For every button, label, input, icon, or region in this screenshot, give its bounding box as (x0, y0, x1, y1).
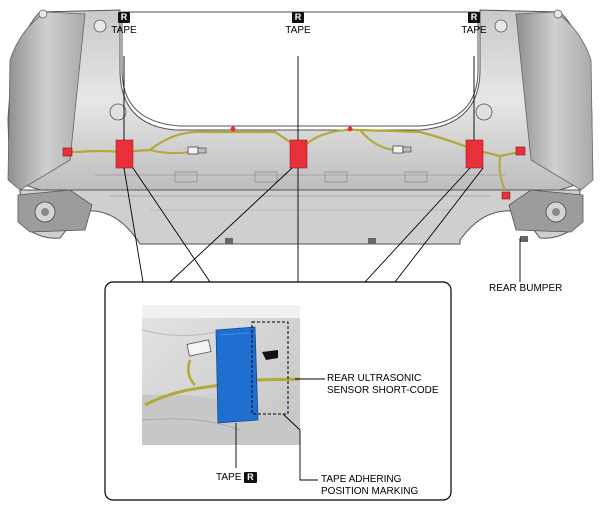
tape-label-left: R TAPE (104, 12, 144, 37)
sensor-code-line1: REAR ULTRASONIC (327, 373, 422, 384)
r-marker: R (467, 12, 481, 23)
rear-bumper (7, 9, 594, 245)
red-tape-center (289, 139, 308, 169)
adhering-line1: TAPE ADHERING (321, 474, 402, 485)
tape-word: TAPE (285, 24, 311, 36)
r-marker: R (244, 472, 257, 483)
adhering-line2: POSITION MARKING (321, 486, 419, 497)
detail-leaders (235, 378, 325, 481)
rear-bumper-label: REAR BUMPER (489, 283, 563, 294)
tape-leaders-top (123, 56, 475, 140)
red-tape-left (115, 139, 134, 169)
tape-word: TAPE (461, 24, 487, 36)
red-tape-right (465, 139, 484, 169)
r-marker: R (291, 12, 305, 23)
tape-label-center: R TAPE (278, 12, 318, 37)
tape-label-detail: TAPE R (216, 472, 257, 484)
r-marker: R (117, 12, 131, 23)
tape-label-right: R TAPE (454, 12, 494, 37)
detail-inset (141, 305, 301, 445)
adhering-marking-label: TAPE ADHERING POSITION MARKING (321, 474, 418, 498)
detail-callout-lines (123, 167, 484, 283)
tape-word: TAPE (216, 472, 242, 484)
sensor-code-label: REAR ULTRASONIC SENSOR SHORT-CODE (327, 373, 439, 397)
red-tapes (115, 139, 484, 169)
tape-word: TAPE (111, 24, 137, 36)
tape-adhering-marking (251, 321, 289, 415)
sensor-code-line2: SENSOR SHORT-CODE (327, 385, 439, 396)
blue-tape (215, 326, 259, 424)
harness-connectors (62, 126, 526, 200)
